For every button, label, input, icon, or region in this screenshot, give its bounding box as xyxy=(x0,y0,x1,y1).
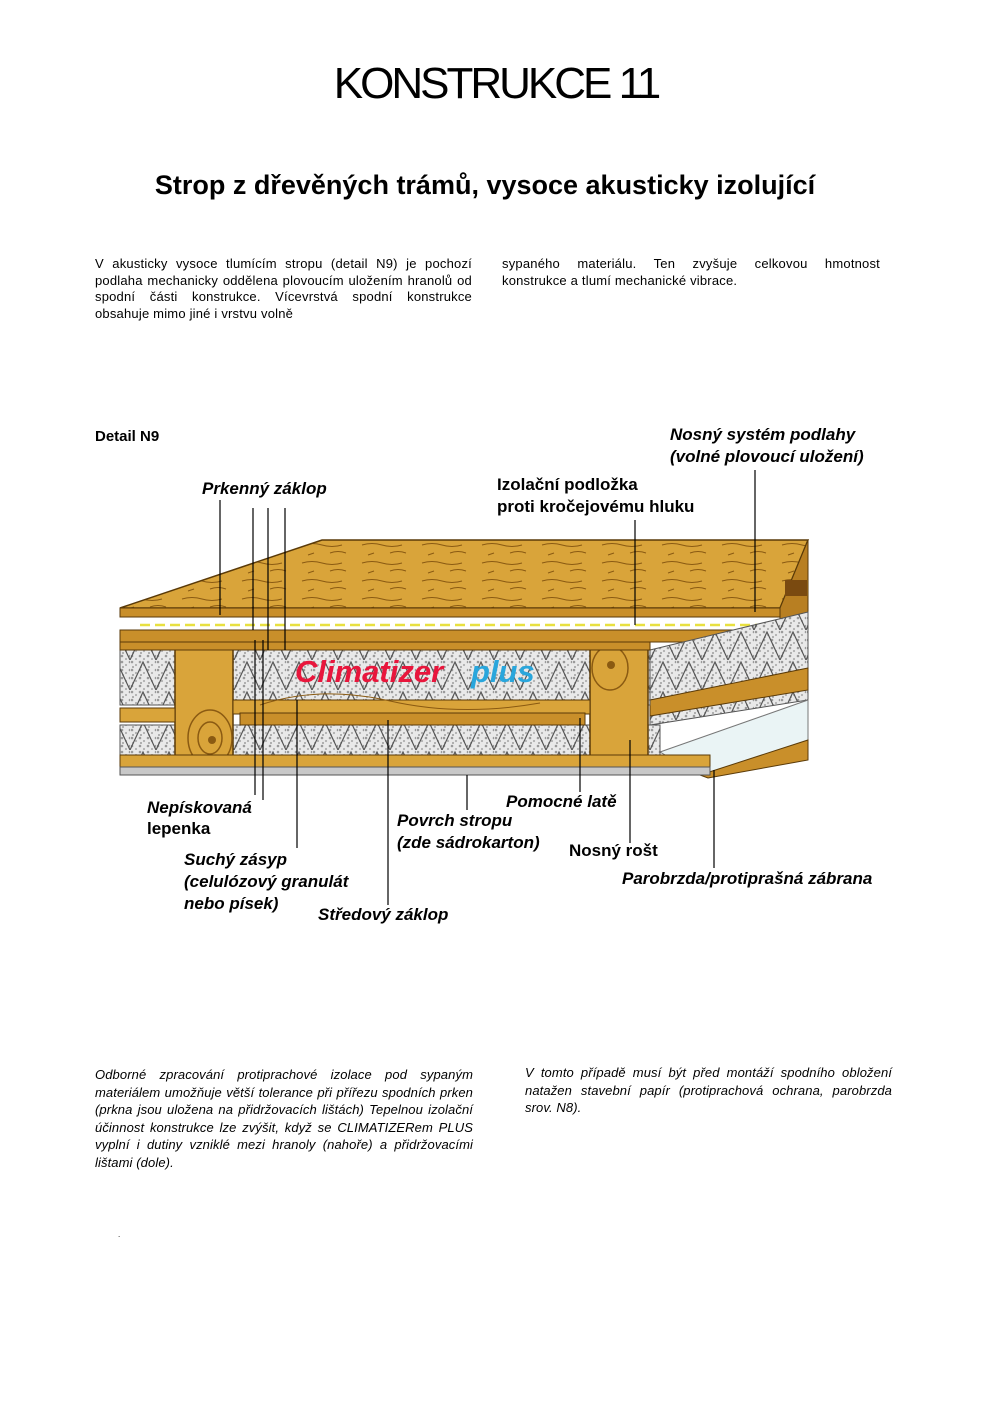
intro-paragraph-left: V akusticky vysoce tlumícím stropu (deta… xyxy=(95,256,472,321)
label-suchy-line2: (celulózový granulát xyxy=(184,872,349,891)
brand-word-climatizer: Climatizer xyxy=(295,654,445,689)
label-povrch-line1: Povrch stropu xyxy=(397,811,513,830)
note-paragraph-left: Odborné zpracování protiprachové izolace… xyxy=(95,1067,473,1170)
label-suchy-line3: nebo písek) xyxy=(184,894,279,913)
note-paragraph-right: V tomto případě musí být před montáží sp… xyxy=(525,1065,892,1115)
label-nepiskovana-line1: Nepískovaná xyxy=(147,798,252,817)
label-nosny-system-line1: Nosný systém podlahy xyxy=(670,425,856,444)
leader-lines xyxy=(219,470,756,905)
label-nosny-system-line2: (volné plovoucí uložení) xyxy=(670,447,864,466)
label-izolacni-line2: proti kročejovému hluku xyxy=(497,497,695,516)
brand-word-plus: plus xyxy=(470,654,535,689)
page-title: KONSTRUKCE 11 xyxy=(333,59,662,108)
label-stredovy-zaklop: Středový záklop xyxy=(318,905,449,924)
label-suchy-line1: Suchý zásyp xyxy=(184,850,287,869)
diagram-graphic xyxy=(119,539,810,779)
label-prkenny-zaklop: Prkenný záklop xyxy=(202,479,327,498)
label-parobrzda: Parobrzda/protiprašná zábrana xyxy=(622,869,873,888)
label-pomocne-late: Pomocné latě xyxy=(506,792,617,811)
label-povrch-line2: (zde sádrokarton) xyxy=(397,833,540,852)
label-nosny-rost: Nosný rošt xyxy=(569,841,658,860)
detail-label: Detail N9 xyxy=(95,428,160,445)
intro-paragraph-right: sypaného materiálu. Ten zvyšuje celkovou… xyxy=(502,256,880,288)
footer-mark: . xyxy=(118,1230,121,1239)
page-subtitle: Strop z dřevěných trámů, vysoce akustick… xyxy=(154,170,816,200)
label-nepiskovana-line2: lepenka xyxy=(147,819,211,838)
floor-construction-diagram: Climatizer plus xyxy=(119,470,810,905)
label-izolacni-line1: Izolační podložka xyxy=(497,475,638,494)
